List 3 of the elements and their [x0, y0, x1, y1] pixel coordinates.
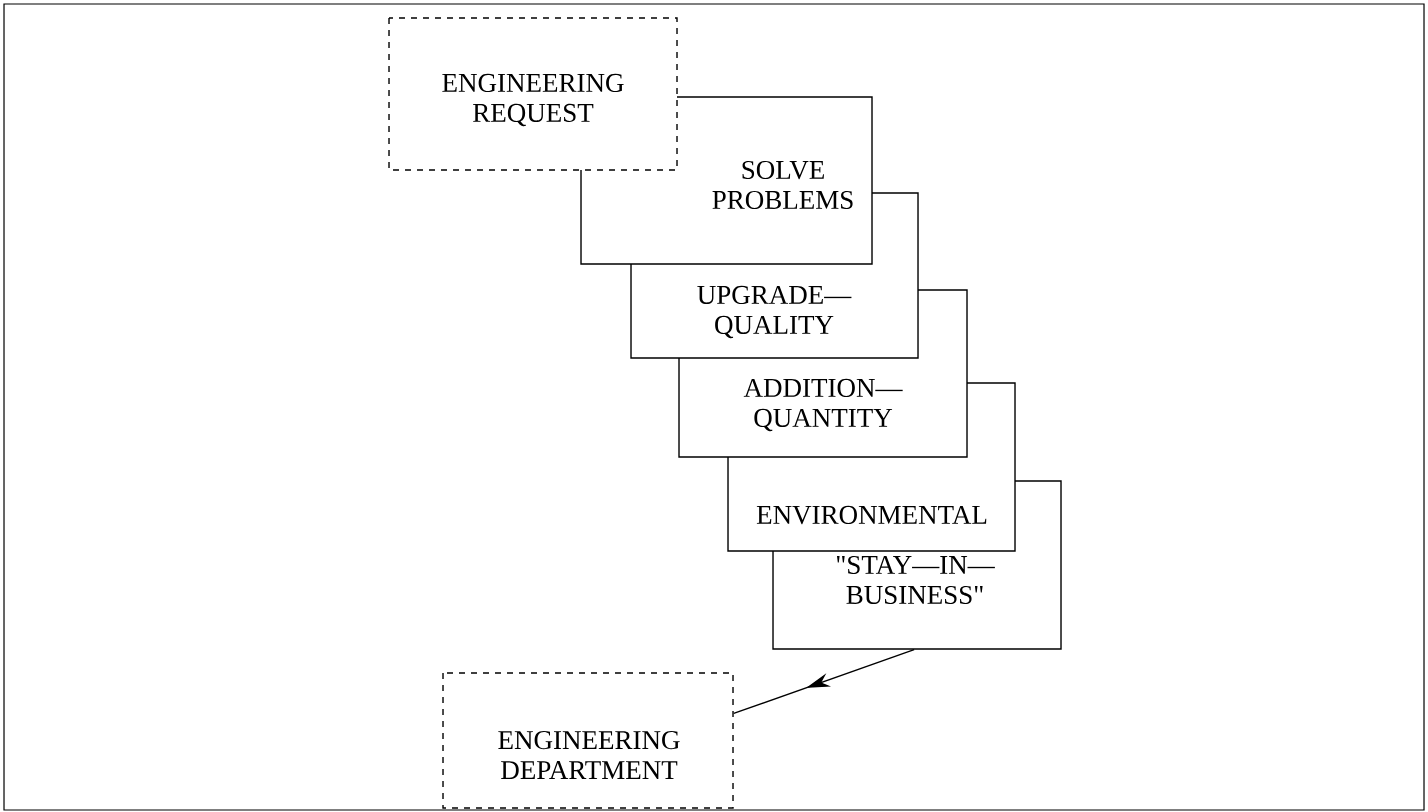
process-box: ENGINEERING REQUEST: [388, 17, 678, 171]
arrow: [733, 649, 915, 715]
process-box: ENGINEERING DEPARTMENT: [442, 672, 734, 809]
